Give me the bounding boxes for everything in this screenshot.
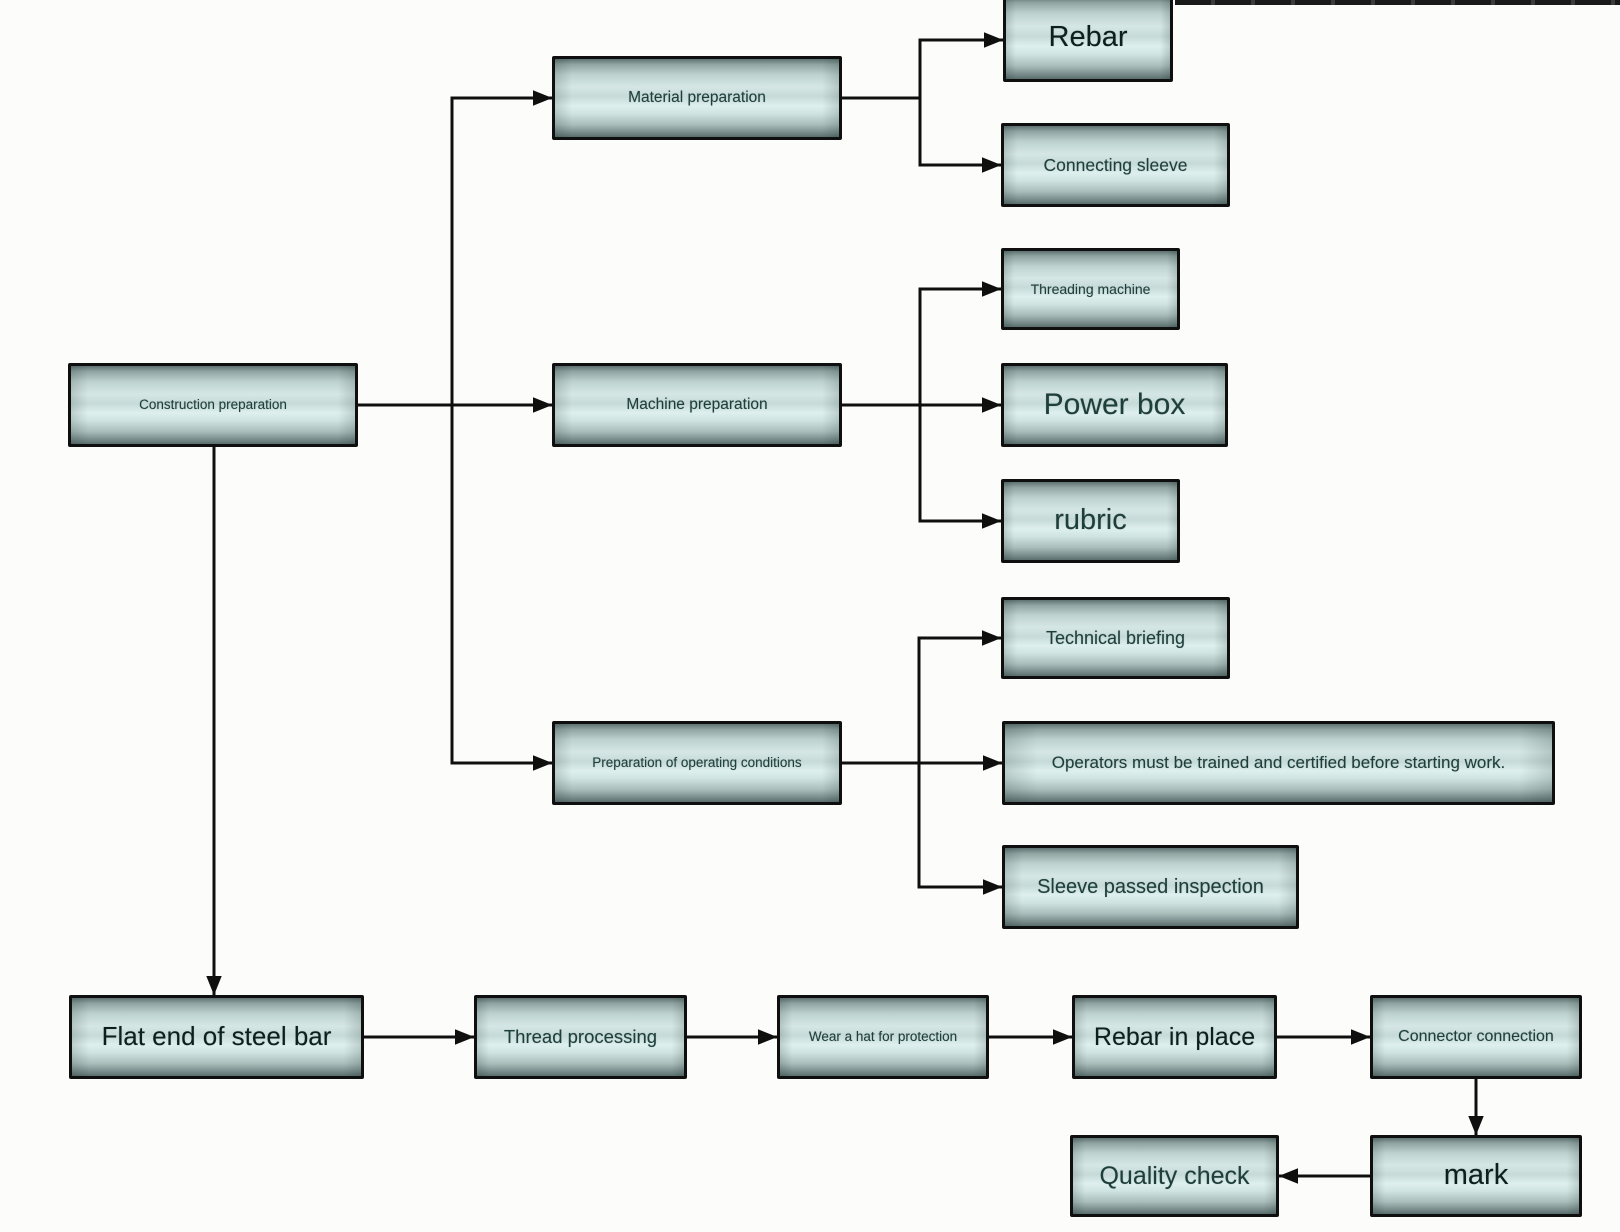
node-material-preparation: Material preparation <box>552 56 842 140</box>
node-sleeve-passed-inspection: Sleeve passed inspection <box>1002 845 1299 929</box>
node-power-box: Power box <box>1001 363 1228 447</box>
edge-machine-to-threading-machine <box>842 281 1002 407</box>
node-rebar: Rebar <box>1003 0 1173 82</box>
edge-material-to-rebar <box>842 32 1004 100</box>
edge-construction-to-conditions <box>450 405 553 771</box>
node-thread-processing: Thread processing <box>474 995 687 1079</box>
node-machine-preparation: Machine preparation <box>552 363 842 447</box>
node-label-operating-conditions-preparation: Preparation of operating conditions <box>592 755 802 771</box>
node-mark: mark <box>1370 1135 1582 1217</box>
node-operating-conditions-preparation: Preparation of operating conditions <box>552 721 842 805</box>
node-label-connecting-sleeve: Connecting sleeve <box>1043 154 1188 175</box>
node-label-rebar-in-place: Rebar in place <box>1093 1022 1256 1051</box>
edge-conditions-to-technical-briefing <box>842 630 1002 765</box>
node-flat-end-of-steel-bar: Flat end of steel bar <box>69 995 364 1079</box>
node-operators-training: Operators must be trained and certified … <box>1002 721 1555 805</box>
node-rubric: rubric <box>1001 479 1180 563</box>
node-label-machine-preparation: Machine preparation <box>626 396 768 414</box>
edge-material-to-connecting-sleeve <box>918 98 1002 173</box>
node-label-connector-connection: Connector connection <box>1398 1027 1554 1045</box>
node-label-wear-hat-protection: Wear a hat for protection <box>808 1029 958 1045</box>
edge-conditions-to-sleeve-inspection <box>917 763 1003 895</box>
node-label-threading-machine: Threading machine <box>1030 280 1151 297</box>
node-label-material-preparation: Material preparation <box>628 89 766 107</box>
node-connecting-sleeve: Connecting sleeve <box>1001 123 1230 207</box>
top-edge-artifact-strip <box>1175 0 1620 5</box>
node-label-technical-briefing: Technical briefing <box>1045 627 1186 648</box>
node-label-construction-preparation: Construction preparation <box>139 397 287 413</box>
node-threading-machine: Threading machine <box>1001 248 1180 330</box>
node-label-rebar: Rebar <box>1048 21 1128 54</box>
edge-construction-to-material <box>358 90 553 407</box>
node-rebar-in-place: Rebar in place <box>1072 995 1277 1079</box>
node-label-flat-end-of-steel-bar: Flat end of steel bar <box>101 1021 332 1052</box>
node-label-operators-training: Operators must be trained and certified … <box>1051 753 1506 773</box>
node-label-mark: mark <box>1443 1159 1509 1192</box>
node-label-thread-processing: Thread processing <box>503 1026 658 1048</box>
node-technical-briefing: Technical briefing <box>1001 597 1230 679</box>
node-construction-preparation: Construction preparation <box>68 363 358 447</box>
node-wear-hat-protection: Wear a hat for protection <box>777 995 989 1079</box>
node-quality-check: Quality check <box>1070 1135 1279 1217</box>
node-label-quality-check: Quality check <box>1099 1161 1250 1190</box>
node-label-rubric: rubric <box>1054 504 1127 537</box>
node-label-power-box: Power box <box>1043 387 1186 421</box>
edge-machine-to-rubric <box>918 405 1002 529</box>
node-connector-connection: Connector connection <box>1370 995 1582 1079</box>
node-label-sleeve-passed-inspection: Sleeve passed inspection <box>1037 875 1264 898</box>
